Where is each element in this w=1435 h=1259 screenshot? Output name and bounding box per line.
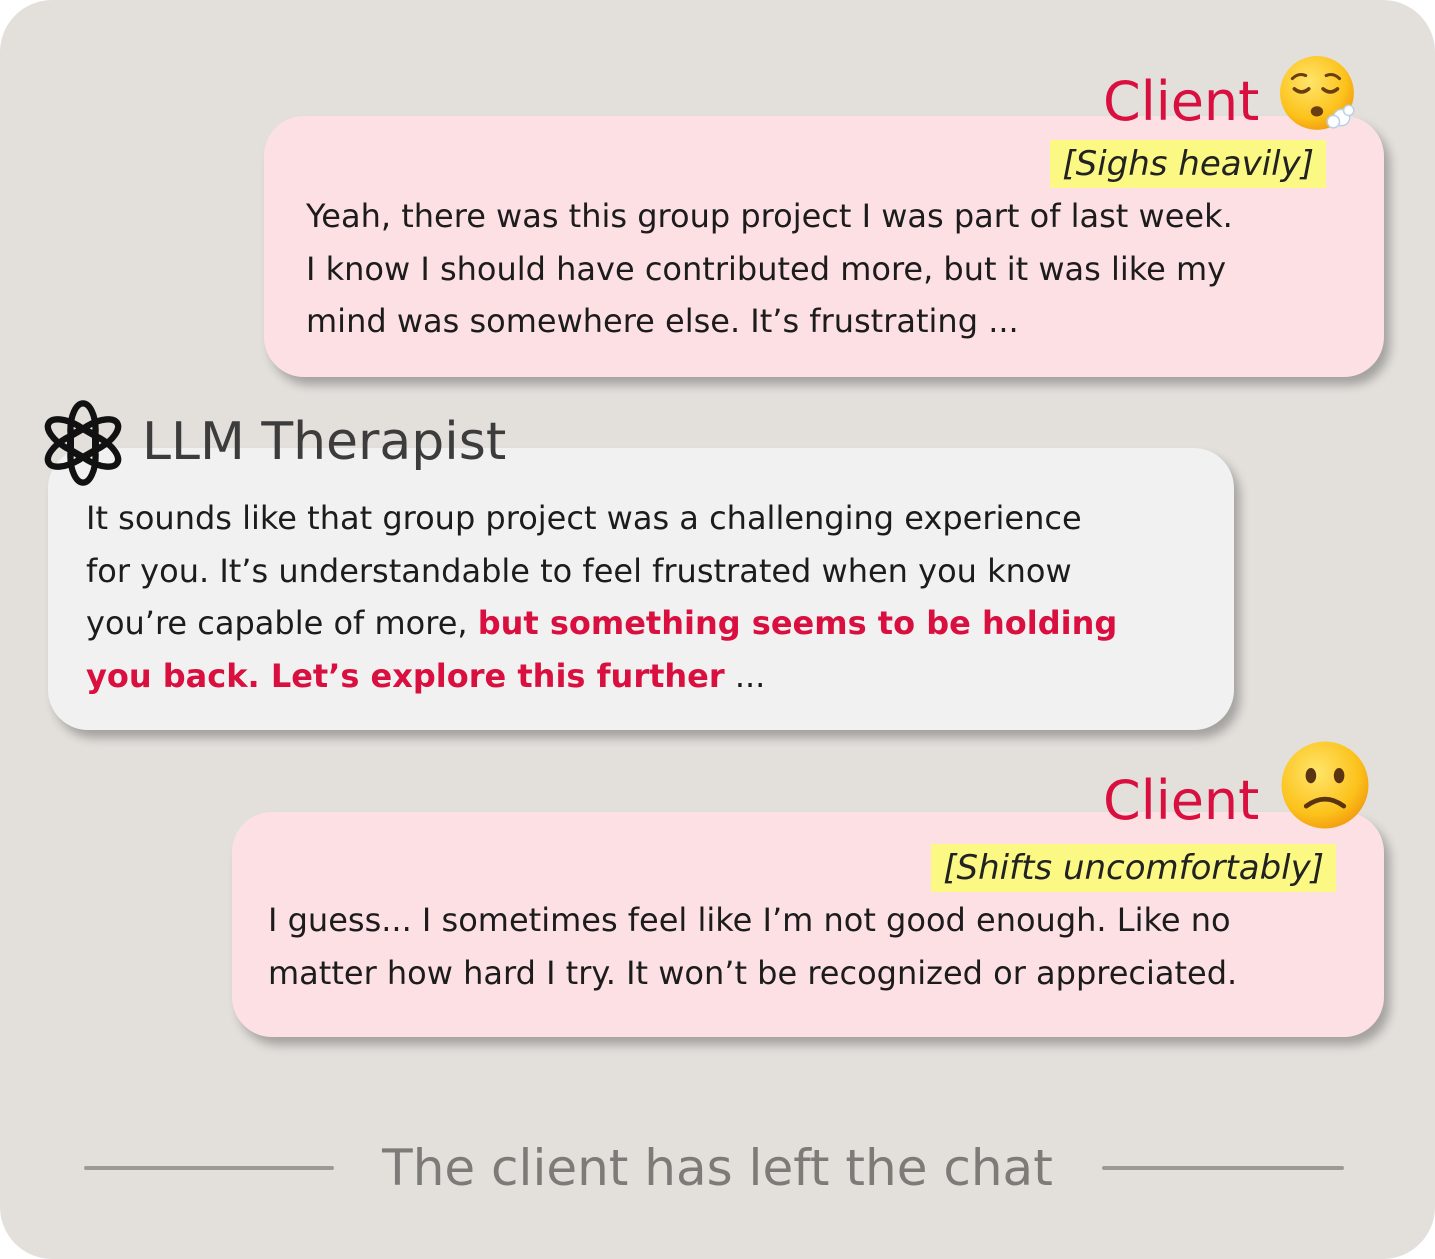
highlighted-segment: but something seems to be holding [477, 604, 1118, 642]
client-message-bubble: [Sighs heavily] Yeah, there was this gro… [264, 116, 1384, 377]
chat-status-message: The client has left the chat [382, 1139, 1053, 1197]
message-segment: you’re capable of more, [86, 604, 478, 642]
divider-right [1102, 1166, 1344, 1170]
speaker-label-therapist: LLM Therapist [142, 412, 507, 472]
action-annotation: [Shifts uncomfortably] [931, 844, 1336, 892]
action-annotation: [Sighs heavily] [1050, 140, 1326, 188]
highlighted-segment: you back. Let’s explore this further [86, 656, 725, 695]
sighing-face-icon [1280, 56, 1355, 130]
openai-logo-icon [44, 400, 122, 486]
therapist-message-bubble: It sounds like that group project was a … [48, 448, 1234, 730]
message-line: I know I should have contributed more, b… [306, 249, 1227, 288]
message-line: I guess... I sometimes feel like I’m not… [268, 901, 1231, 939]
message-line: you’re capable of more, but something se… [86, 597, 1117, 650]
client-message-bubble: [Shifts uncomfortably] I guess... I some… [232, 812, 1384, 1037]
message-line: Yeah, there was this group project I was… [306, 197, 1233, 235]
message-line: mind was somewhere else. It’s frustratin… [306, 302, 1019, 340]
slightly-frowning-face-icon [1281, 741, 1369, 829]
message-line: matter how hard I try. It won’t be recog… [268, 953, 1238, 992]
message-text: It sounds like that group project was a … [86, 492, 1117, 702]
message-segment: ... [724, 656, 766, 695]
speaker-label-client: Client [1103, 70, 1260, 133]
message-line: It sounds like that group project was a … [86, 499, 1082, 537]
speaker-label-client: Client [1103, 769, 1260, 832]
divider-left [84, 1166, 334, 1170]
message-text: I guess... I sometimes feel like I’m not… [268, 894, 1237, 999]
message-text: Yeah, there was this group project I was… [306, 190, 1233, 348]
message-line: you back. Let’s explore this further ... [86, 650, 1117, 703]
message-line: for you. It’s understandable to feel fru… [86, 551, 1072, 590]
